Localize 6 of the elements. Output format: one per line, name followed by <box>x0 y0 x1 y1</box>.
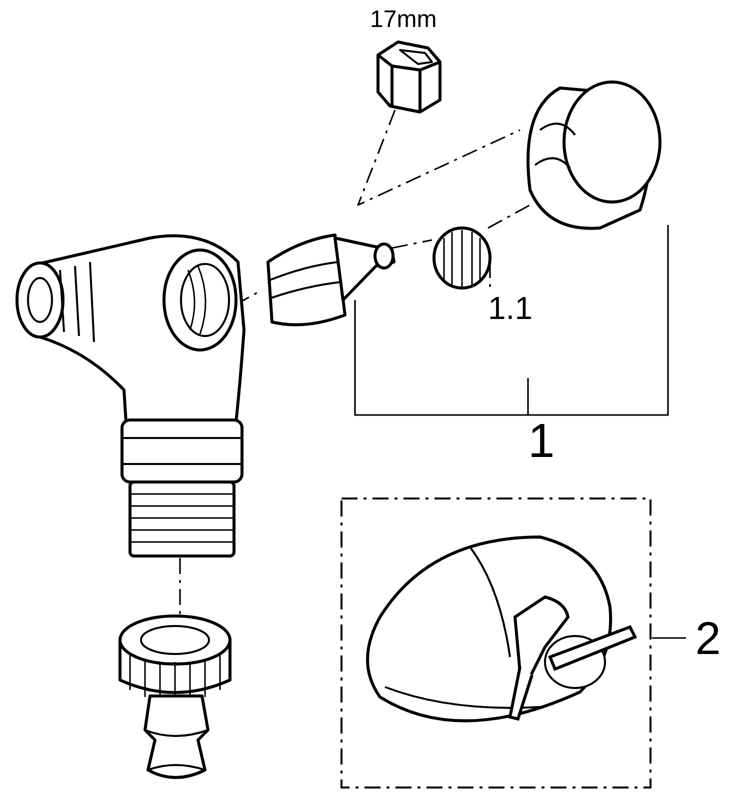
leader-line <box>652 637 686 639</box>
inset-drawing <box>340 497 652 789</box>
dimension-label: 17mm <box>370 6 437 34</box>
callout-number: 2 <box>686 612 730 664</box>
callout-number: 1 <box>528 414 555 469</box>
callout-number: 1.1 <box>488 290 532 327</box>
